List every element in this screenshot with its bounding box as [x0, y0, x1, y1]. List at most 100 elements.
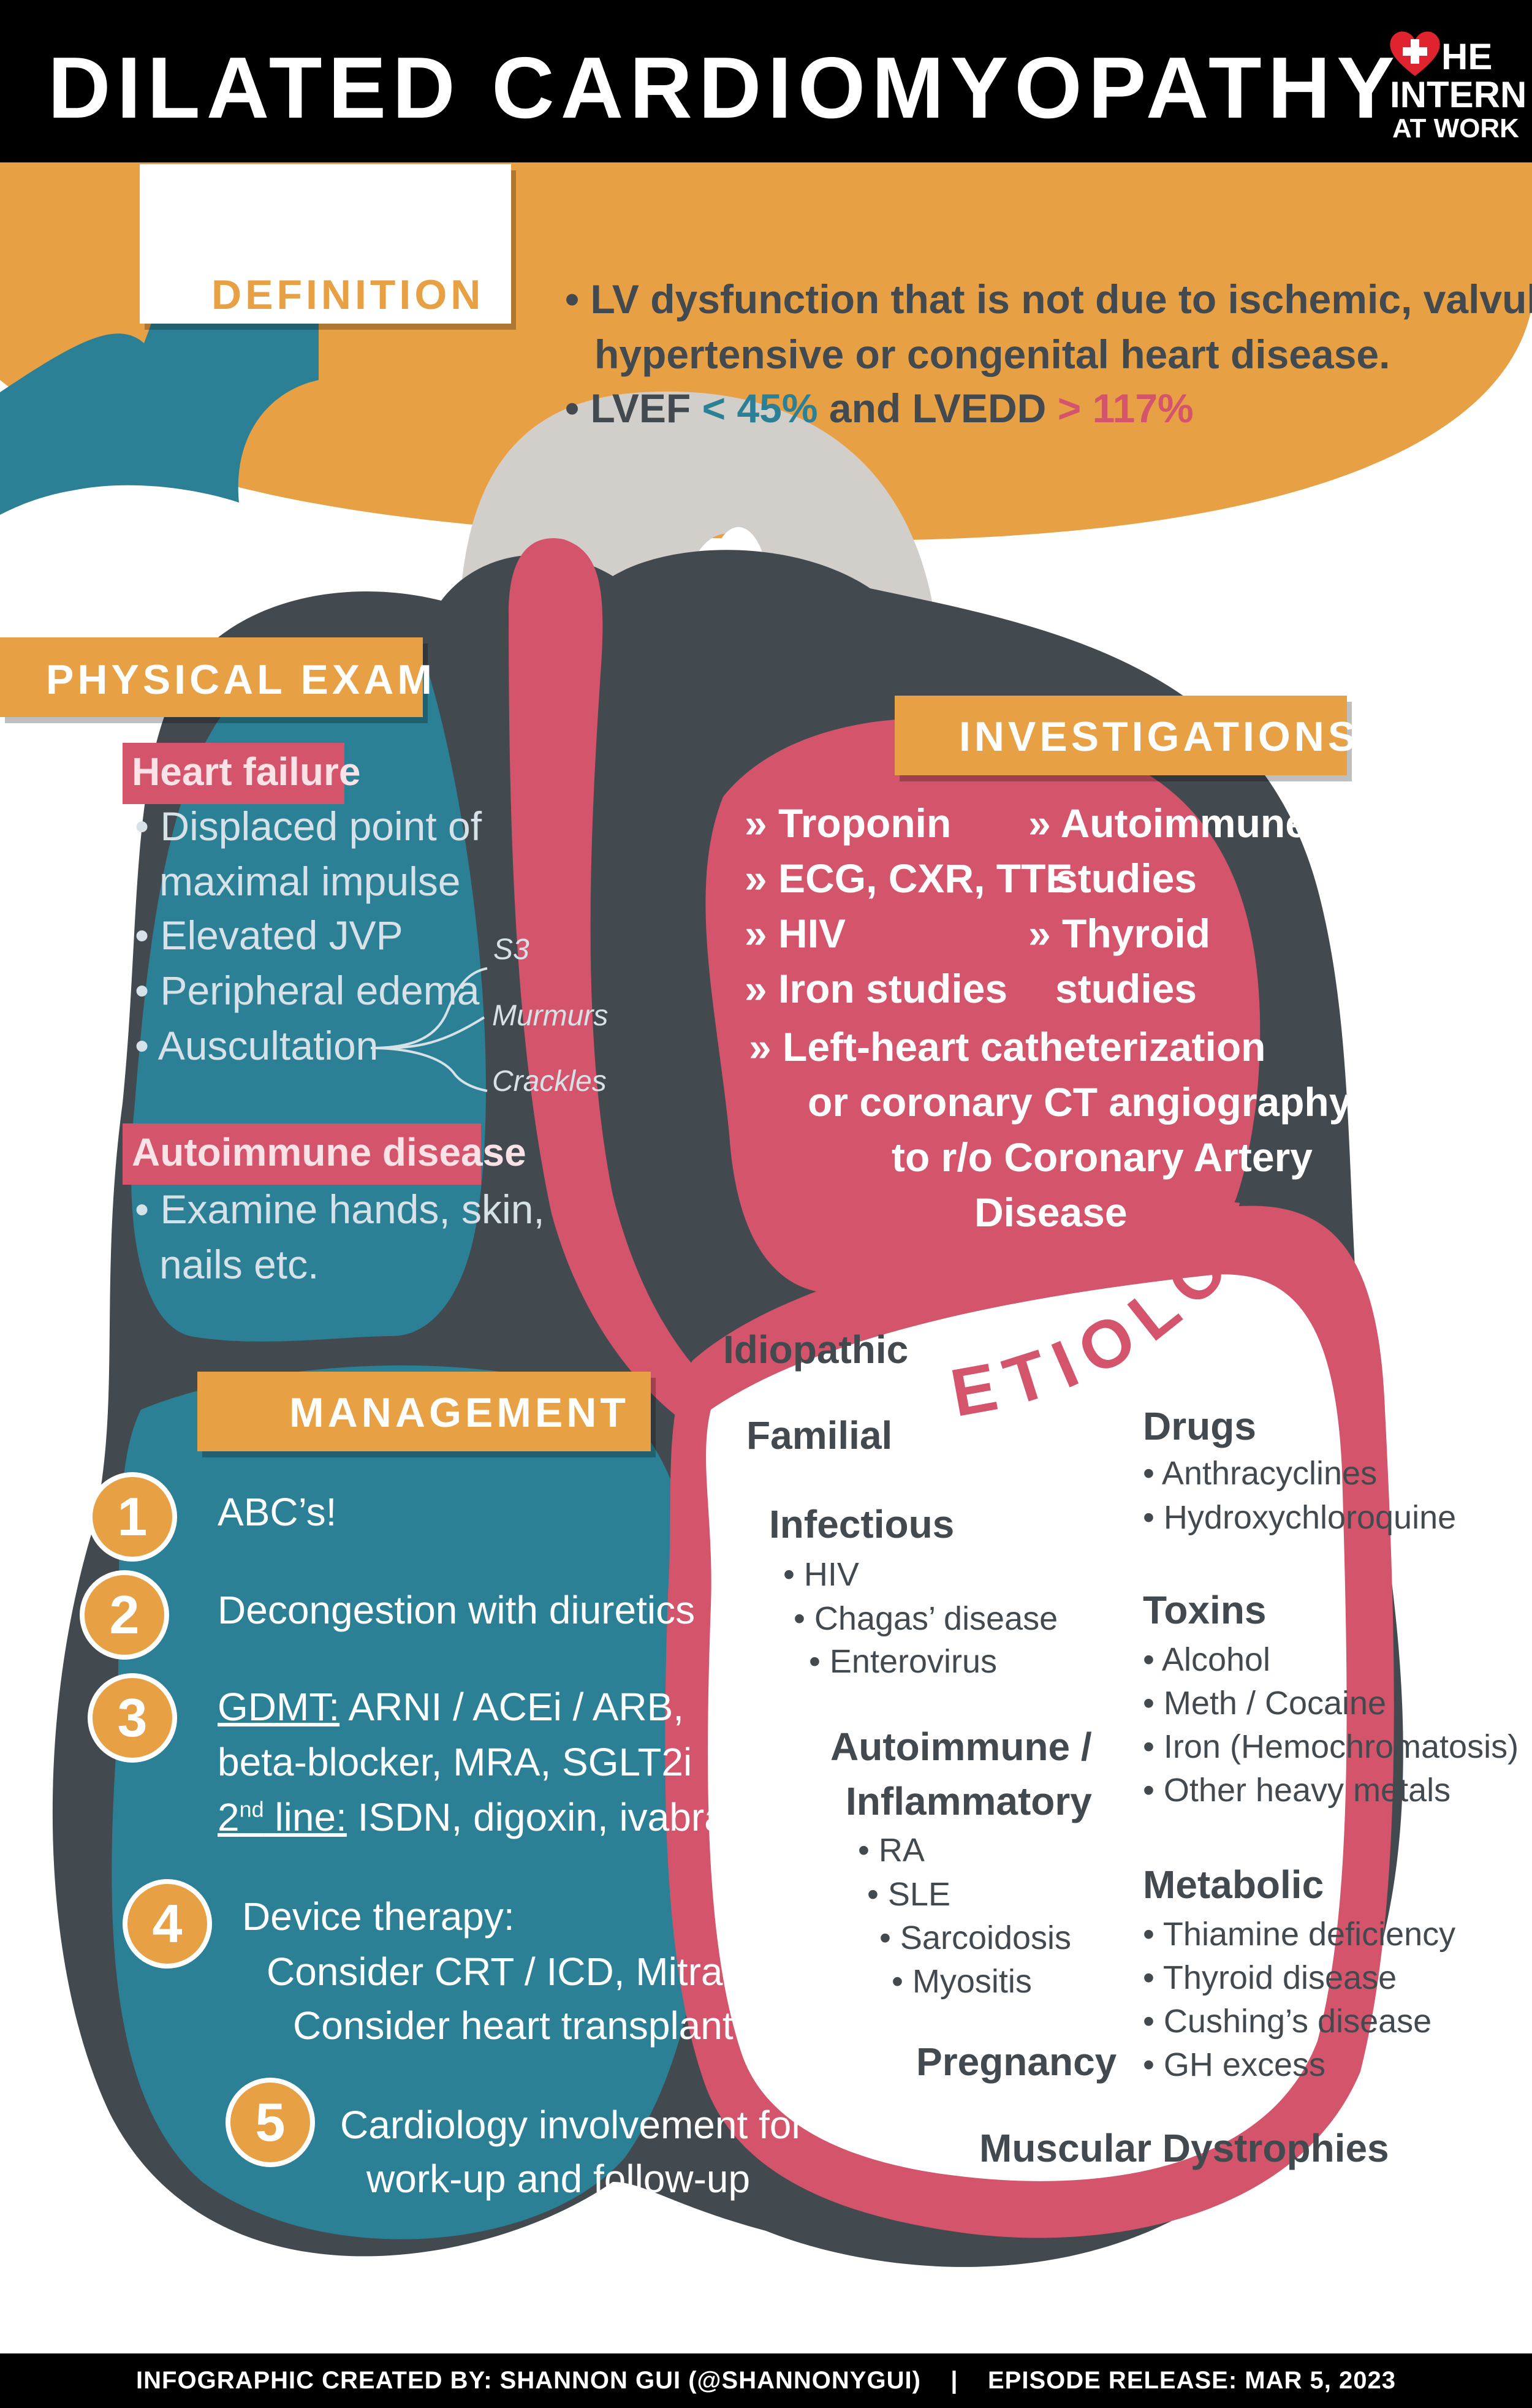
inv-cath-4: Disease [974, 1190, 1128, 1235]
management-label-box [197, 1372, 651, 1451]
etio-familial: Familial [746, 1413, 893, 1457]
investigations-label-box [895, 696, 1347, 775]
step-3-line-1: GDMT: ARNI / ACEi / ARB, [218, 1684, 684, 1730]
step-3-line-3: 2nd line: ISDN, digoxin, ivabradine [218, 1795, 800, 1840]
management-label: MANAGEMENT [289, 1389, 629, 1436]
physical-exam-label: PHYSICAL EXAM [46, 656, 436, 703]
auscultation-crackles: Crackles [492, 1065, 607, 1098]
lvedd-value: > 117% [1057, 386, 1194, 431]
pe-item-1b: maximal impulse [159, 859, 461, 904]
second-line-suffix: nd [239, 1796, 264, 1822]
left-ventricle-cavity [706, 1274, 1347, 2181]
definition-label: DEFINITION [211, 272, 485, 318]
etiology-label: ETIOLOGY [919, 1195, 1278, 1431]
heart-plus-icon [1390, 31, 1440, 76]
step-5-line-1: Cardiology involvement for [340, 2103, 805, 2147]
step-5-badge: 5 [226, 2078, 315, 2167]
lvef-prefix: • LVEF [565, 386, 702, 431]
logo-line-2: INTERN [1390, 74, 1527, 115]
definition-line-3: • LVEF < 45% and LVEDD > 117% [565, 385, 1194, 431]
step-4-line-3: Consider heart transplant [293, 2004, 734, 2048]
auscultation-s3: S3 [493, 933, 529, 966]
inv-thyroid-2: studies [1055, 966, 1197, 1011]
step-1-text: ABC’s! [218, 1490, 337, 1534]
etio-infectious-2: • Chagas’ disease [794, 1600, 1058, 1637]
second-line-list: ISDN, digoxin, ivabradine [346, 1795, 800, 1839]
step-4-line-1: Device therapy: [242, 1894, 515, 1939]
ai-item-1: • Examine hands, skin, [135, 1187, 545, 1232]
logo-line-3: AT WORK [1392, 113, 1519, 143]
etio-toxins-1: • Alcohol [1143, 1641, 1271, 1678]
etio-ai-4: • Myositis [892, 1963, 1032, 2000]
definition-line-1: • LV dysfunction that is not due to isch… [565, 276, 1532, 322]
footer-bar [0, 2353, 1532, 2408]
inv-autoimmune: » Autoimmune [1028, 800, 1308, 846]
autoimmune-tag-label: Autoimmune disease [132, 1130, 526, 1174]
etio-metabolic-3: • Cushing’s disease [1143, 2003, 1432, 2040]
second-line-label: 2nd line: [218, 1795, 347, 1839]
second-line-num: 2 [218, 1795, 240, 1839]
heart-failure-tag-label: Heart failure [132, 750, 361, 794]
step-3-badge: 3 [88, 1673, 177, 1763]
etio-infectious-1: • HIV [783, 1556, 859, 1593]
inv-autoimmune-2: studies [1055, 856, 1197, 901]
pe-item-3: • Peripheral edema [135, 968, 480, 1013]
inv-cath-2: or coronary CT angiography [808, 1079, 1352, 1125]
page-title: DILATED CARDIOMYOPATHY [48, 39, 1401, 137]
etio-toxins: Toxins [1143, 1588, 1267, 1632]
header-bar [0, 0, 1532, 162]
autoimmune-tag [123, 1123, 481, 1185]
auscultation-bracket [370, 967, 488, 1092]
step-2-badge: 2 [80, 1570, 169, 1660]
svg-text:ETIOLOGY: ETIOLOGY [919, 1195, 1291, 1431]
ai-item-2: nails etc. [159, 1242, 319, 1287]
etio-pregnancy: Pregnancy [916, 2040, 1117, 2084]
etio-metabolic: Metabolic [1143, 1863, 1324, 1907]
logo-line-1: HE [1441, 36, 1493, 77]
logo: HE INTERN AT WORK [1385, 18, 1526, 143]
etio-ai-3: • Sarcoidosis [879, 1920, 1072, 1956]
pulmonary-artery-shape [509, 538, 766, 1459]
etio-drugs-1: • Anthracyclines [1143, 1455, 1378, 1492]
second-line-word: line: [264, 1795, 347, 1839]
definition-line-2: hypertensive or congenital heart disease… [594, 332, 1390, 377]
definition-label-box [140, 164, 511, 324]
inv-iron: » Iron studies [745, 966, 1008, 1011]
pe-item-4: • Auscultation [135, 1023, 379, 1068]
investigations-label: INVESTIGATIONS [959, 713, 1360, 760]
etio-idiopathic: Idiopathic [723, 1327, 909, 1372]
step-4-line-2: Consider CRT / ICD, MitraClip [267, 1950, 791, 1994]
step-4-badge: 4 [123, 1879, 212, 1969]
inv-troponin: » Troponin [745, 800, 952, 846]
right-ventricle-shape [112, 1365, 711, 2239]
etio-autoimmune-2: Inflammatory [846, 1779, 1092, 1823]
etio-toxins-2: • Meth / Cocaine [1143, 1685, 1387, 1722]
left-atrium-shape [705, 718, 1261, 1297]
inv-cath-1: » Left-heart catheterization [749, 1024, 1266, 1069]
heart-failure-tag [123, 743, 344, 804]
lvef-value: < 45% [702, 386, 818, 431]
etio-ai-1: • RA [858, 1832, 925, 1869]
etio-toxins-4: • Other heavy metals [1143, 1772, 1451, 1809]
etio-autoimmune-1: Autoimmune / [830, 1725, 1092, 1769]
etio-metabolic-1: • Thiamine deficiency [1143, 1916, 1456, 1953]
auscultation-murmurs: Murmurs [492, 1000, 609, 1032]
inv-cath-3: to r/o Coronary Artery [892, 1134, 1313, 1180]
etiology-label-arc: ETIOLOGY [919, 1195, 1291, 1431]
step-2-text: Decongestion with diuretics [218, 1588, 696, 1632]
gdmt-label: GDMT: [218, 1685, 340, 1729]
etio-ai-2: • SLE [867, 1876, 950, 1913]
etio-infectious-3: • Enterovirus [809, 1643, 998, 1680]
etio-metabolic-2: • Thyroid disease [1143, 1959, 1397, 1996]
gdmt-list: ARNI / ACEi / ARB, [339, 1685, 684, 1729]
etio-drugs: Drugs [1143, 1404, 1256, 1448]
pe-item-2: • Elevated JVP [135, 913, 403, 958]
etio-infectious: Infectious [769, 1502, 955, 1546]
step-1-badge: 1 [88, 1472, 177, 1562]
inv-ecg: » ECG, CXR, TTE [745, 856, 1073, 901]
footer-text: INFOGRAPHIC CREATED BY: SHANNON GUI (@SH… [136, 2367, 1396, 2394]
pe-item-1: • Displaced point of [135, 803, 482, 849]
etio-toxins-3: • Iron (Hemochromatosis) [1143, 1728, 1519, 1765]
etio-muscular: Muscular Dystrophies [979, 2126, 1389, 2170]
